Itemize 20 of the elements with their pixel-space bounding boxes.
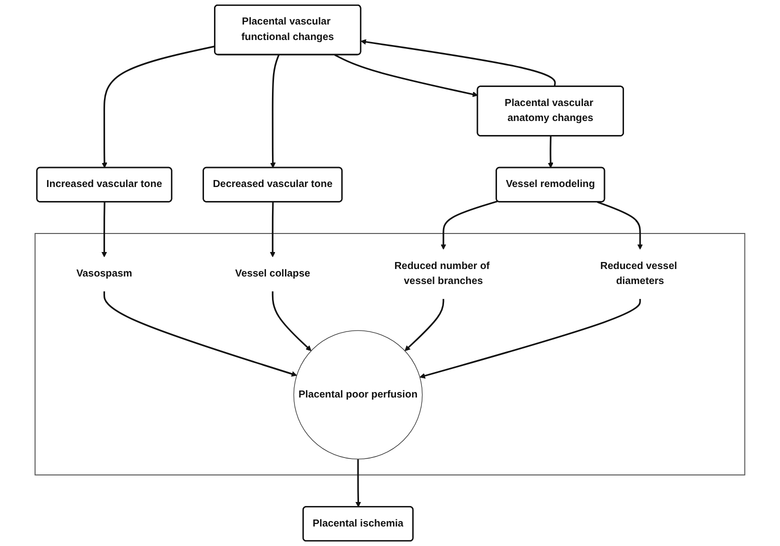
node-text: Reduced number of vessel branches bbox=[394, 260, 490, 287]
arrow bbox=[104, 291, 298, 377]
node-text: Vasospasm bbox=[76, 268, 132, 280]
arrow bbox=[102, 46, 216, 168]
arrow bbox=[548, 136, 554, 168]
arrow bbox=[420, 298, 641, 379]
arrow bbox=[404, 298, 444, 352]
arrow bbox=[270, 202, 276, 258]
arrow bbox=[356, 459, 362, 508]
arrow bbox=[102, 202, 108, 258]
node-circle: Placental poor perfusion bbox=[294, 330, 423, 460]
cluster bbox=[34, 233, 746, 476]
node-text: Vessel collapse bbox=[235, 268, 310, 280]
arrow bbox=[272, 291, 312, 352]
node-text: Reduced vessel diameters bbox=[600, 260, 678, 287]
arrow bbox=[360, 39, 556, 87]
arrow bbox=[270, 54, 280, 168]
arrow bbox=[597, 201, 643, 250]
arrow bbox=[440, 200, 498, 250]
arrow bbox=[334, 54, 478, 98]
